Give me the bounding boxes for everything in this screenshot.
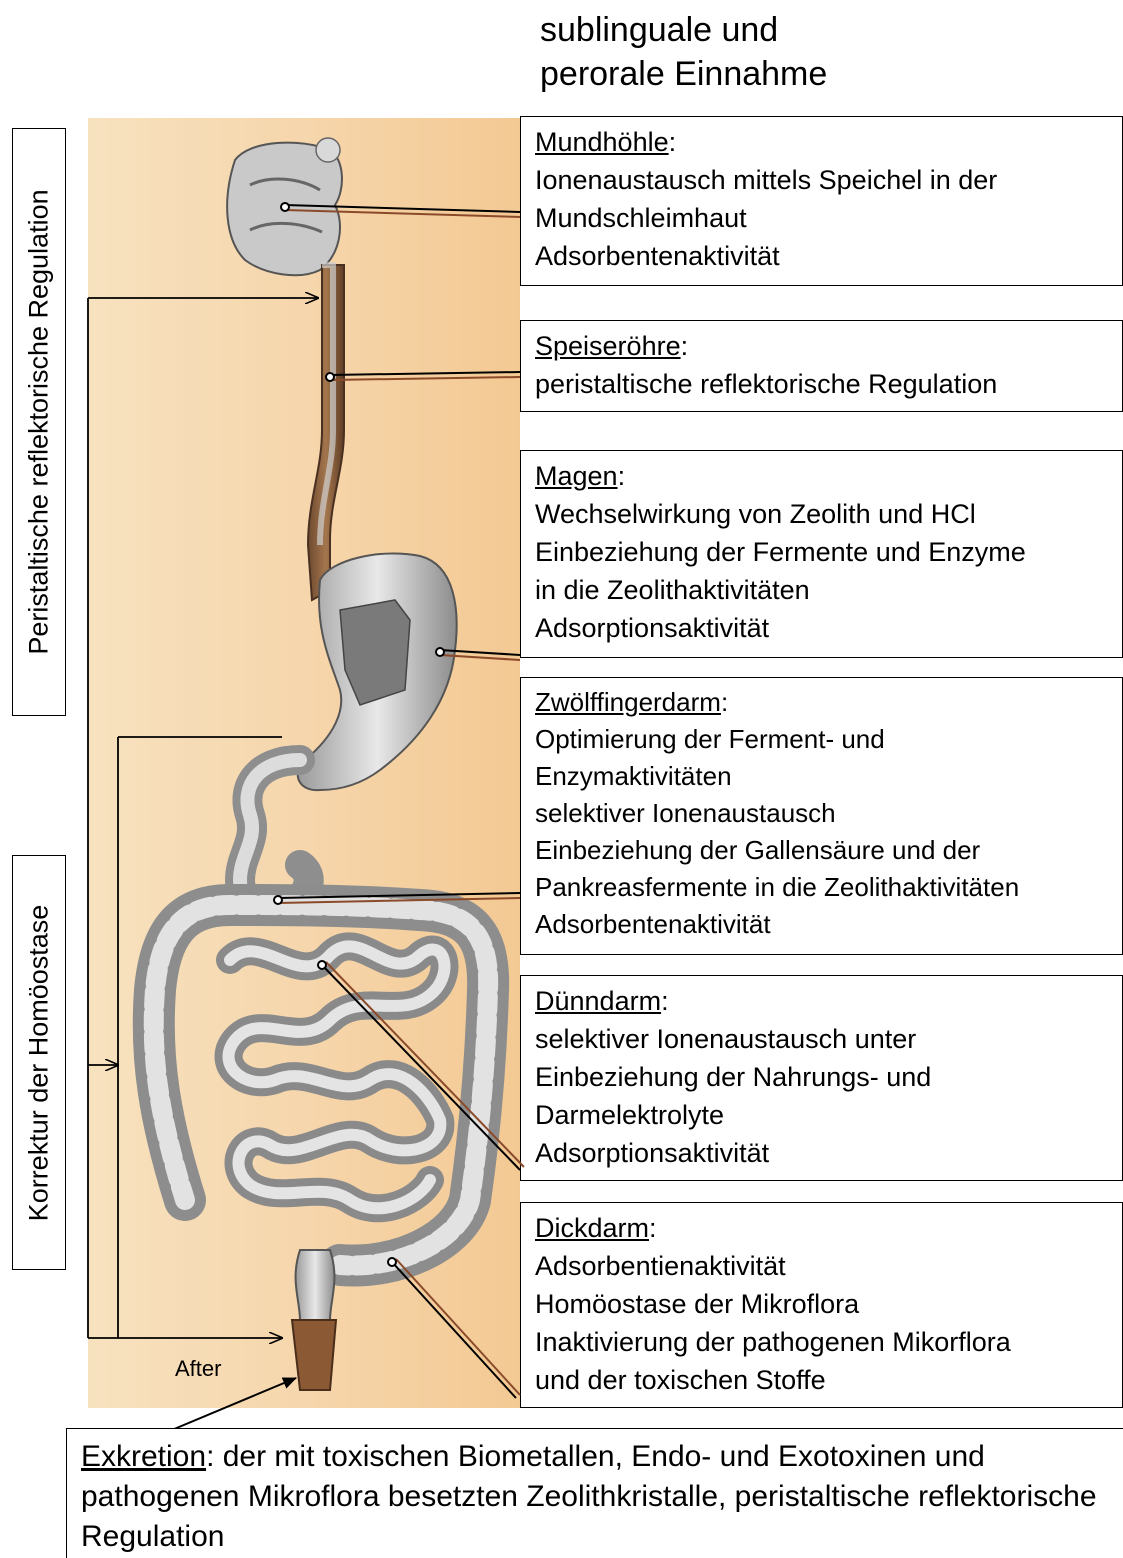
- leader-dickdarm: [388, 1258, 520, 1398]
- esophagus-illustration: [308, 265, 344, 600]
- excretion-heading: Exkretion: [81, 1440, 206, 1473]
- anus-label: After: [175, 1356, 221, 1382]
- leader-speiseroehre: [326, 372, 520, 381]
- excretion-text: : der mit toxischen Biometallen, Endo- u…: [81, 1440, 1097, 1553]
- rectum-illustration: [292, 1250, 336, 1390]
- excretion-box: Exkretion: der mit toxischen Biometallen…: [66, 1428, 1123, 1558]
- small-intestine-illustration: [229, 946, 445, 1208]
